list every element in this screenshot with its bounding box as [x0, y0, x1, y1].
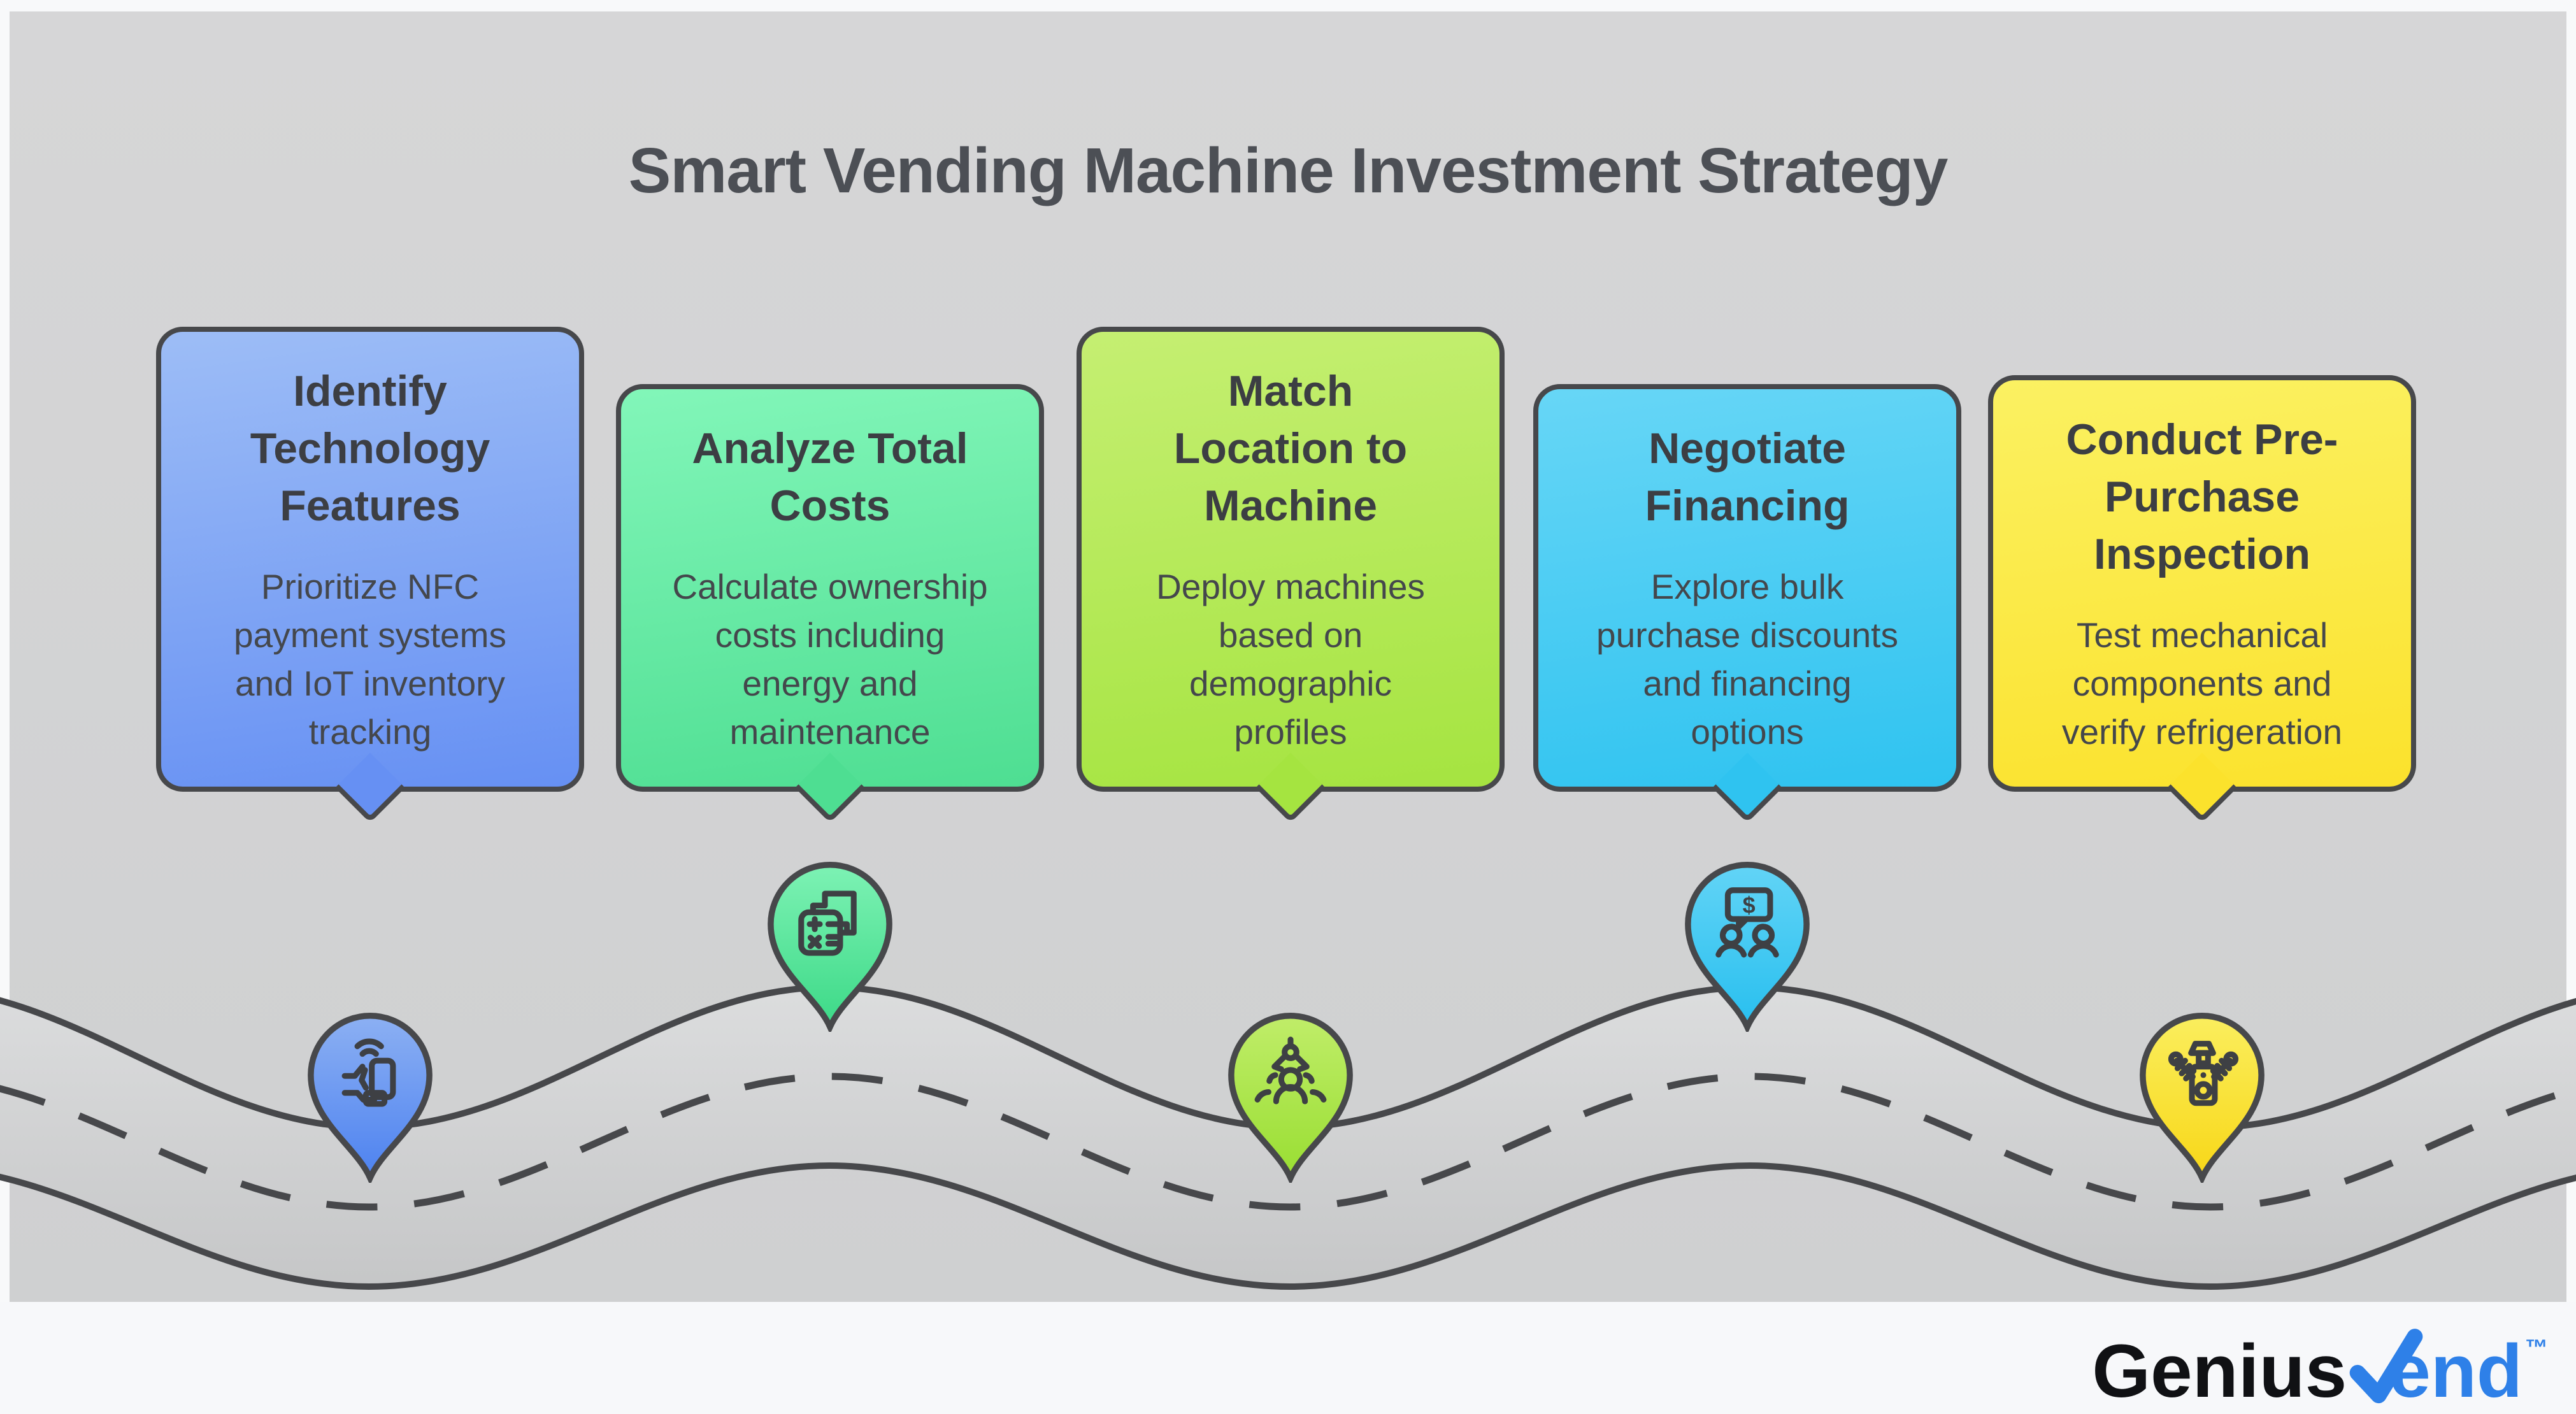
negotiation-icon: $ [1715, 887, 1779, 958]
step-card-negotiate-financing: Negotiate Financing Explore bulk purchas… [1533, 384, 1961, 792]
step-title: Negotiate Financing [1645, 424, 1850, 530]
step-description: Test mechanical components and verify re… [2061, 615, 2343, 752]
pin-analyze-costs [768, 862, 892, 1032]
road-edge-bottom [0, 1162, 2576, 1290]
step-title: Match Location to Machine [1173, 367, 1408, 530]
trademark-symbol: ™ [2525, 1334, 2548, 1360]
engine-icon [2168, 1041, 2239, 1106]
page-title: Smart Vending Machine Investment Strateg… [628, 135, 1949, 206]
brand-name-dark: Genius [2092, 1329, 2347, 1413]
pin-match-location [1228, 1013, 1353, 1183]
svg-text:$: $ [1743, 893, 1756, 918]
step-card-match-location: Match Location to Machine Deploy machine… [1077, 327, 1505, 792]
nfc-payment-icon [341, 1038, 396, 1107]
step-description: Prioritize NFC payment systems and IoT i… [234, 567, 506, 752]
step-card-analyze-costs: Analyze Total Costs Calculate ownership … [616, 384, 1044, 792]
pin-identify-technology [308, 1013, 433, 1183]
step-title: Analyze Total Costs [692, 424, 968, 530]
demographic-claw-icon [1254, 1036, 1327, 1104]
footer-bar [0, 1302, 2576, 1414]
step-description: Calculate ownership costs including ener… [672, 567, 988, 752]
step-title: Conduct Pre- Purchase Inspection [2066, 415, 2338, 578]
step-description: Deploy machines based on demographic pro… [1156, 567, 1425, 752]
step-description: Explore bulk purchase discounts and fina… [1596, 567, 1898, 752]
pin-pre-purchase-inspection [2140, 1013, 2265, 1183]
step-card-pre-purchase-inspection: Conduct Pre- Purchase Inspection Test me… [1988, 375, 2416, 792]
road-center-dashes [0, 1073, 2576, 1211]
check-icon [2349, 1329, 2423, 1404]
pin-negotiate-financing: $ [1685, 862, 1810, 1032]
cost-calculator-icon [798, 890, 857, 956]
brand-logo: Genius end ™ [2092, 1326, 2548, 1409]
step-title: Identify Technology Features [250, 367, 490, 530]
step-card-identify-technology: Identify Technology Features Prioritize … [156, 327, 584, 792]
brand-name-accent: end [2389, 1329, 2522, 1413]
